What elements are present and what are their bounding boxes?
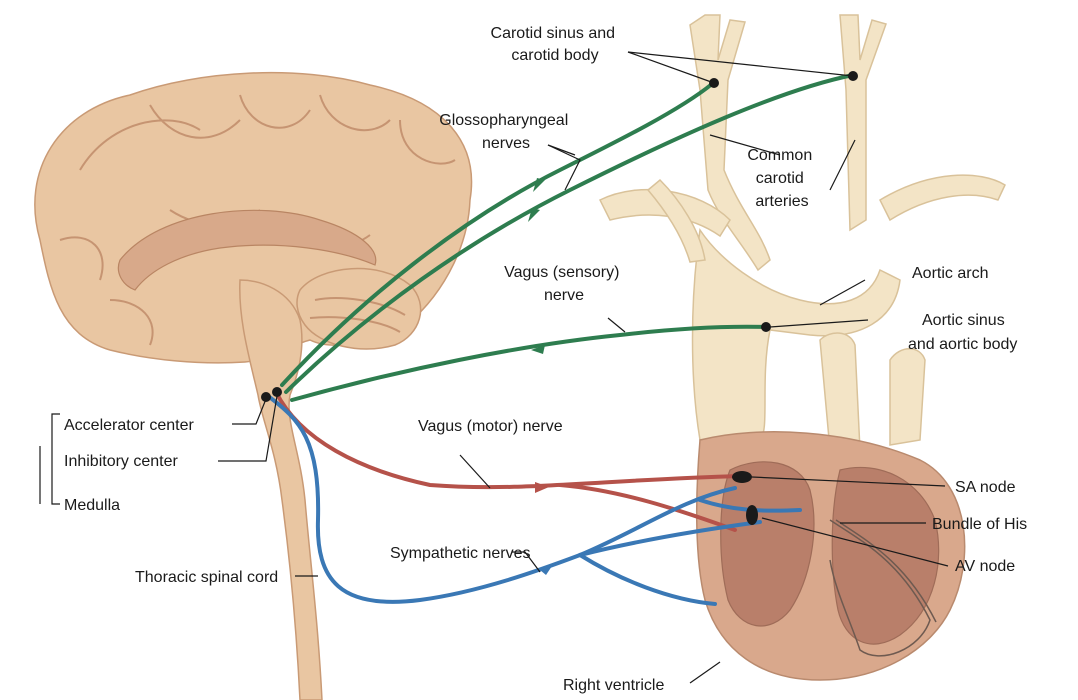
inhibitory-center-label: Inhibitory center (64, 453, 179, 470)
vagus-motor-label: Vagus (motor) nerve (418, 418, 563, 435)
av-node-dot (746, 505, 758, 525)
great-vessels (600, 15, 1005, 450)
thoracic-spinal-cord-label: Thoracic spinal cord (135, 569, 278, 586)
heart (697, 432, 965, 680)
sa-node-label: SA node (955, 479, 1016, 496)
common-carotid-label: Common carotid arteries (747, 147, 816, 210)
right-ventricle-label: Right ventricle (563, 677, 664, 694)
inhibitory-center-dot (272, 387, 282, 397)
aortic-sinus-label: Aortic sinus and aortic body (908, 312, 1017, 353)
sympathetic-nerves-label: Sympathetic nerves (390, 545, 531, 562)
aortic-sinus-dot (761, 322, 771, 332)
bundle-of-his-label: Bundle of His (932, 516, 1027, 533)
brain (35, 73, 472, 700)
accelerator-center-label: Accelerator center (64, 417, 195, 434)
av-node-label: AV node (955, 558, 1015, 575)
vagus-sensory-label: Vagus (sensory) nerve (504, 264, 624, 304)
medulla-label: Medulla (64, 497, 120, 514)
carotid-sinus-label: Carotid sinus and carotid body (491, 25, 620, 64)
aortic-arch-label: Aortic arch (912, 265, 988, 282)
sa-node-dot (732, 471, 752, 483)
